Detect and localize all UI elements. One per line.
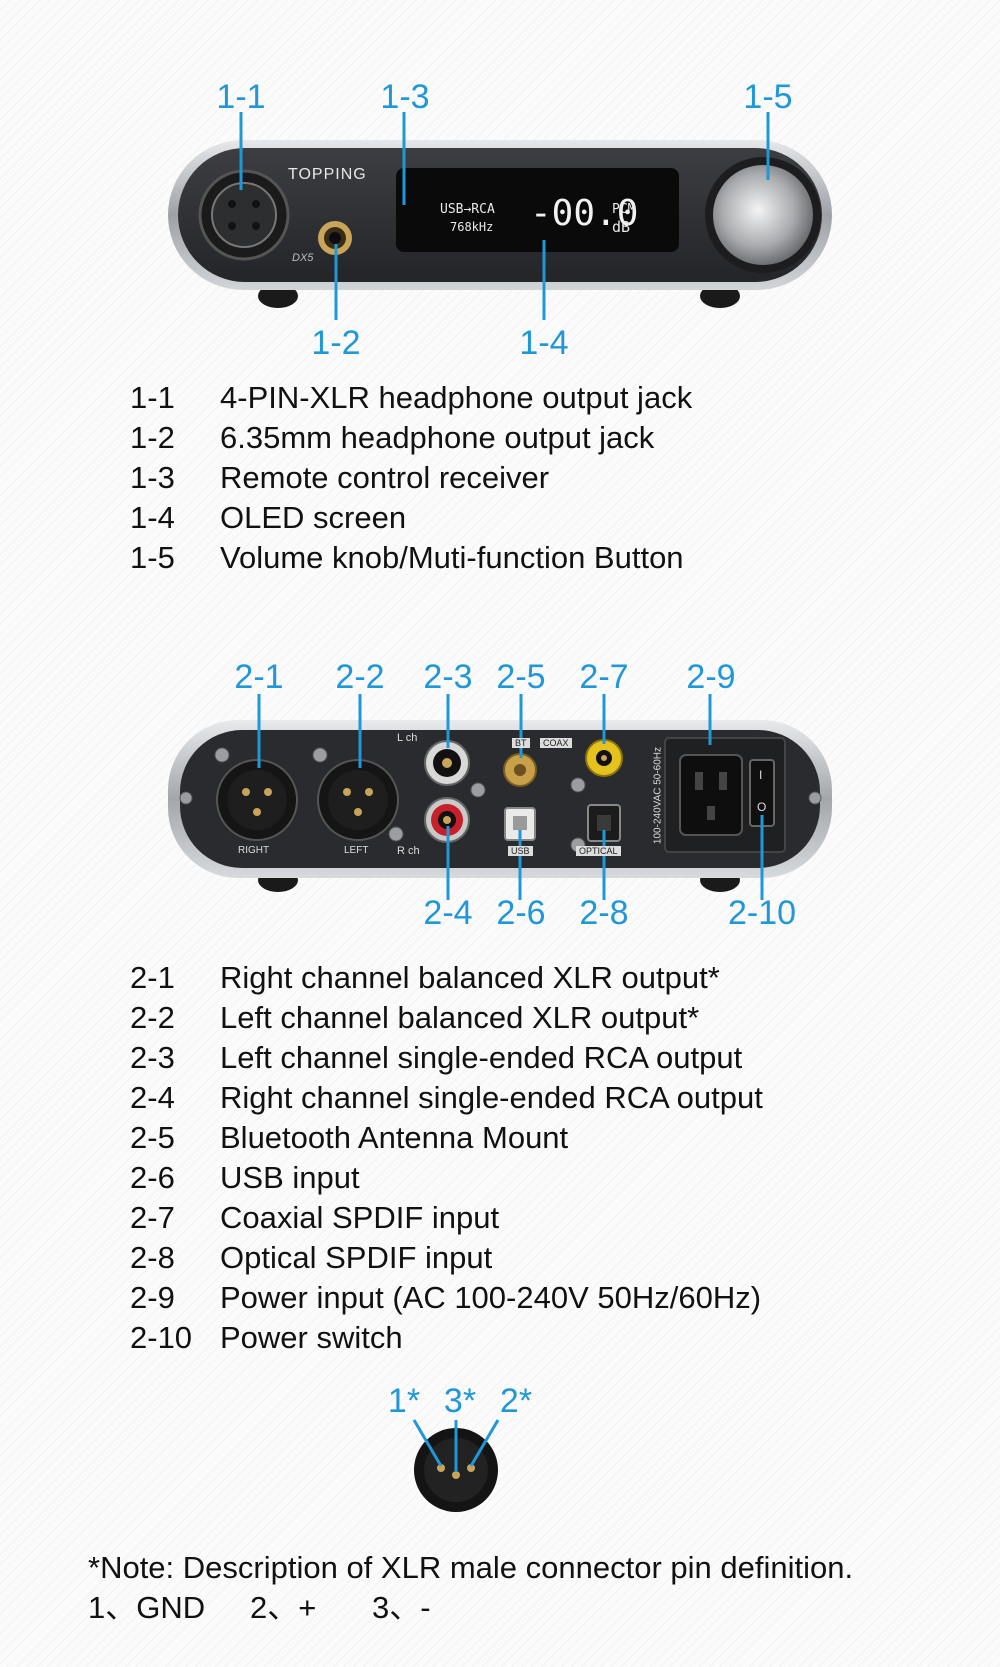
callout-2-7: 2-7 [579, 658, 629, 696]
brand-logo: TOPPING [288, 166, 367, 183]
callout-pin-3: 3* [443, 1382, 477, 1420]
list-item: 2-4 Right channel single-ended RCA output [130, 1078, 763, 1118]
callout-1-5: 1-5 [743, 78, 793, 116]
rear-label-lch: L ch [397, 732, 418, 744]
list-item: 2-3 Left channel single-ended RCA output [130, 1038, 763, 1078]
callout-1-1: 1-1 [216, 78, 266, 116]
item-desc: 4-PIN-XLR headphone output jack [220, 380, 693, 415]
list-item: 1-2 6.35mm headphone output jack [130, 418, 692, 458]
switch-off-mark: O [757, 800, 767, 814]
oled-screen [396, 168, 679, 252]
rear-legend-list: 2-1 Right channel balanced XLR output* 2-… [130, 958, 763, 1358]
oled-source: USB→RCA [440, 202, 495, 217]
list-item: 1-4 OLED screen [130, 498, 692, 538]
callout-1-3: 1-3 [380, 78, 430, 116]
rear-label-right: RIGHT [238, 845, 270, 856]
callout-pin-1: 1* [387, 1382, 421, 1420]
callout-2-6: 2-6 [496, 894, 546, 932]
pin-def-1: 1、GND [88, 1590, 206, 1625]
item-code: 1-4 [130, 500, 175, 535]
callout-2-2: 2-2 [335, 658, 385, 696]
pin-definition-note: *Note: Description of XLR male connector… [88, 1548, 853, 1628]
callout-1-4: 1-4 [519, 324, 569, 362]
item-code: 2-2 [130, 1000, 175, 1035]
rear-label-bt: BT [512, 738, 530, 748]
list-item: 2-9 Power input (AC 100-240V 50Hz/60Hz) [130, 1278, 763, 1318]
callout-2-10: 2-10 [727, 894, 797, 932]
list-item: 2-10 Power switch [130, 1318, 763, 1358]
list-item: 1-5 Volume knob/Muti-function Button [130, 538, 692, 578]
list-item: 1-1 4-PIN-XLR headphone output jack [130, 378, 692, 418]
note-pin-list: 1、GND 2、+ 3、- [88, 1588, 853, 1628]
item-desc: Right channel balanced XLR output* [220, 960, 720, 995]
item-code: 2-9 [130, 1280, 175, 1315]
item-code: 2-10 [130, 1320, 193, 1355]
callout-2-8: 2-8 [579, 894, 629, 932]
xlr-pin-3 [452, 1471, 460, 1479]
item-code: 1-5 [130, 540, 175, 575]
switch-on-mark: I [759, 768, 763, 782]
note-text: *Note: Description of XLR male connector… [88, 1550, 854, 1585]
pin-def-2: 2、+ [250, 1590, 317, 1625]
rear-label-coax: COAX [540, 738, 572, 748]
oled-format: PCM [612, 202, 636, 217]
front-legend-list: 1-1 4-PIN-XLR headphone output jack 1-2 6.… [130, 378, 692, 578]
list-item: 2-7 Coaxial SPDIF input [130, 1198, 763, 1238]
item-desc: Optical SPDIF input [220, 1240, 493, 1275]
callout-2-3: 2-3 [423, 658, 473, 696]
item-code: 2-3 [130, 1040, 175, 1075]
item-desc: Remote control receiver [220, 460, 550, 495]
rear-label-rch: R ch [397, 845, 420, 857]
item-desc: OLED screen [220, 500, 407, 535]
item-desc: Left channel single-ended RCA output [220, 1040, 743, 1075]
rear-label-left: LEFT [344, 845, 369, 856]
item-code: 2-7 [130, 1200, 175, 1235]
item-desc: 6.35mm headphone output jack [220, 420, 655, 455]
front-panel-illustration [168, 112, 832, 320]
item-desc: Coaxial SPDIF input [220, 1200, 500, 1235]
item-desc: Left channel balanced XLR output* [220, 1000, 700, 1035]
callout-2-1: 2-1 [234, 658, 284, 696]
item-code: 2-6 [130, 1160, 175, 1195]
model-label: DX5 [292, 252, 314, 264]
item-desc: USB input [220, 1160, 360, 1195]
item-desc: Power switch [220, 1320, 403, 1355]
xlr-pin-2 [467, 1464, 475, 1472]
oled-rate: 768kHz [450, 220, 494, 234]
item-code: 1-3 [130, 460, 175, 495]
item-desc: Power input (AC 100-240V 50Hz/60Hz) [220, 1280, 762, 1315]
callout-2-5: 2-5 [496, 658, 546, 696]
item-code: 2-4 [130, 1080, 175, 1115]
list-item: 1-3 Remote control receiver [130, 458, 692, 498]
list-item: 2-2 Left channel balanced XLR output* [130, 998, 763, 1038]
list-item: 2-6 USB input [130, 1158, 763, 1198]
rear-panel-illustration [168, 694, 832, 900]
callout-2-9: 2-9 [686, 658, 736, 696]
pin-def-3: 3、- [372, 1590, 431, 1625]
callout-pin-2: 2* [499, 1382, 533, 1420]
callout-1-2: 1-2 [311, 324, 361, 362]
oled-volume: -00.0 [530, 193, 639, 234]
item-code: 2-1 [130, 960, 175, 995]
rear-label-optical: OPTICAL [576, 846, 621, 856]
item-desc: Bluetooth Antenna Mount [220, 1120, 569, 1155]
callout-2-4: 2-4 [423, 894, 473, 932]
item-code: 2-5 [130, 1120, 175, 1155]
item-code: 1-1 [130, 380, 175, 415]
item-desc: Volume knob/Muti-function Button [220, 540, 684, 575]
xlr-pin-diagram [412, 1419, 500, 1512]
item-desc: Right channel single-ended RCA output [220, 1080, 763, 1115]
rear-label-usb: USB [508, 846, 533, 856]
xlr-pin-1 [437, 1464, 445, 1472]
list-item: 2-8 Optical SPDIF input [130, 1238, 763, 1278]
item-code: 1-2 [130, 420, 175, 455]
list-item: 2-5 Bluetooth Antenna Mount [130, 1118, 763, 1158]
item-code: 2-8 [130, 1240, 175, 1275]
oled-unit: dB [612, 218, 631, 236]
list-item: 2-1 Right channel balanced XLR output* [130, 958, 763, 998]
